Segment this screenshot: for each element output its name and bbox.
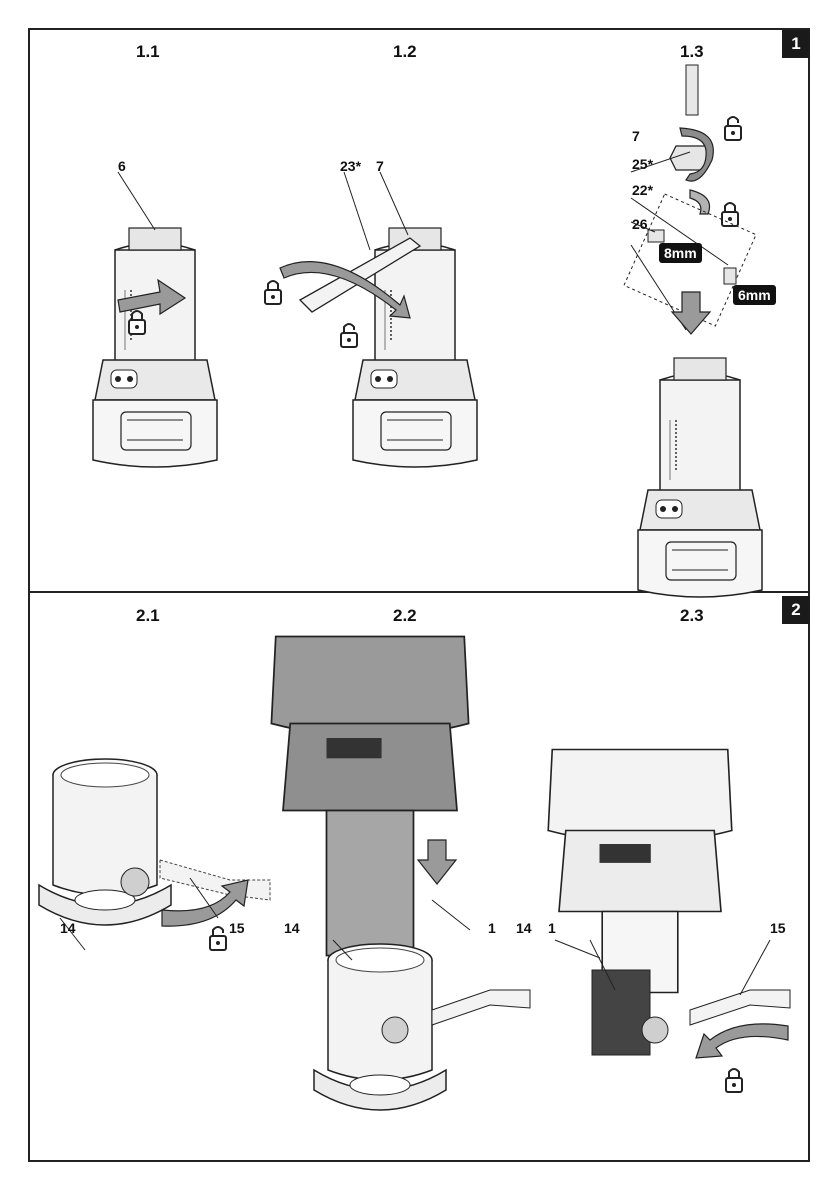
callout-1: 1 [488, 920, 496, 936]
collet-6mm [724, 268, 736, 284]
lock-icon [726, 1069, 742, 1092]
clamp-knob [121, 868, 149, 896]
clamp-lever [690, 990, 790, 1025]
router-drawing-1-1 [93, 228, 217, 467]
badge-8mm: 8mm [659, 243, 702, 263]
callout-23: 23* [340, 158, 361, 174]
callout-15: 15 [229, 920, 245, 936]
callout-26: 26 [632, 216, 648, 232]
callout-22: 22* [632, 182, 653, 198]
clamp-lever [160, 860, 270, 900]
collet-8mm [648, 230, 664, 242]
callout-14-b: 14 [284, 920, 300, 936]
callout-1-b: 1 [548, 920, 556, 936]
badge-6mm: 6mm [733, 285, 776, 305]
callout-7: 7 [376, 158, 384, 174]
clamp-knob [382, 1017, 408, 1043]
arrow-icon [672, 292, 710, 334]
router-bit [686, 65, 698, 115]
unlock-icon [210, 927, 226, 950]
arrow-icon [696, 1024, 788, 1058]
callout-25: 25* [632, 156, 653, 172]
lock-icon [265, 281, 281, 304]
base-sleeve [592, 970, 650, 1055]
router-drawing-2-2 [271, 637, 468, 956]
router-drawing-1-3 [638, 358, 762, 597]
router-drawing-2-3 [548, 750, 732, 993]
unlock-icon [341, 324, 357, 347]
base-drawing-2-1 [39, 759, 171, 925]
base-drawing-2-2 [314, 944, 446, 1110]
clamp-lever [432, 990, 530, 1025]
callout-7-b: 7 [632, 128, 640, 144]
callout-6: 6 [118, 158, 126, 174]
lock-icon [722, 203, 738, 226]
callout-14-c: 14 [516, 920, 532, 936]
arrow-icon [690, 190, 710, 214]
callout-15-b: 15 [770, 920, 786, 936]
callout-14: 14 [60, 920, 76, 936]
clamp-knob [642, 1017, 668, 1043]
arrow-icon [418, 840, 456, 884]
unlock-icon [725, 117, 741, 140]
